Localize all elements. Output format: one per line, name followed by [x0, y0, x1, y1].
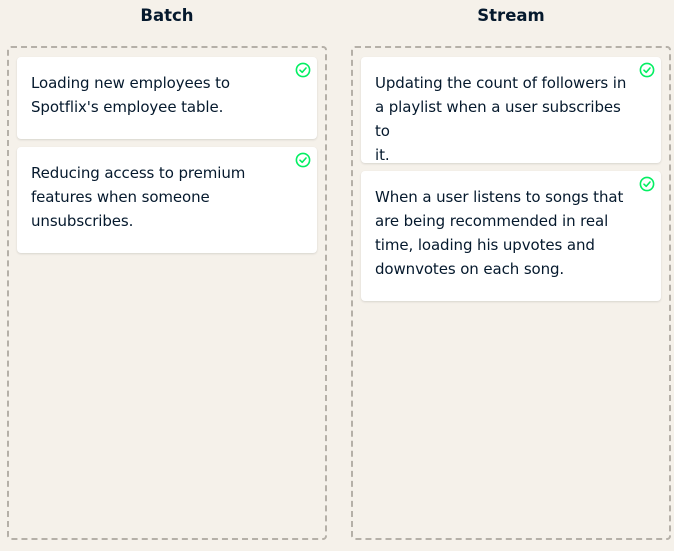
draggable-card[interactable]: Reducing access to premium features when… [17, 147, 317, 253]
draggable-card[interactable]: Updating the count of followers in a pla… [361, 57, 661, 164]
card-text: Loading new employees to Spotflix's empl… [31, 74, 231, 116]
card-text: When a user listens to songs that are be… [375, 188, 624, 278]
column-header-stream: Stream [477, 6, 545, 25]
drop-zone-batch[interactable]: Loading new employees to Spotflix's empl… [7, 46, 327, 540]
draggable-card[interactable]: Loading new employees to Spotflix's empl… [17, 57, 317, 139]
card-text: Reducing access to premium features when… [31, 164, 246, 230]
check-circle-icon [639, 62, 655, 78]
column-header-batch: Batch [140, 6, 194, 25]
check-circle-icon [639, 176, 655, 192]
check-circle-icon [295, 62, 311, 78]
check-circle-icon [295, 152, 311, 168]
drop-zone-stream[interactable]: Updating the count of followers in a pla… [351, 46, 671, 540]
draggable-card[interactable]: When a user listens to songs that are be… [361, 171, 661, 301]
card-text: Updating the count of followers in a pla… [375, 74, 627, 164]
